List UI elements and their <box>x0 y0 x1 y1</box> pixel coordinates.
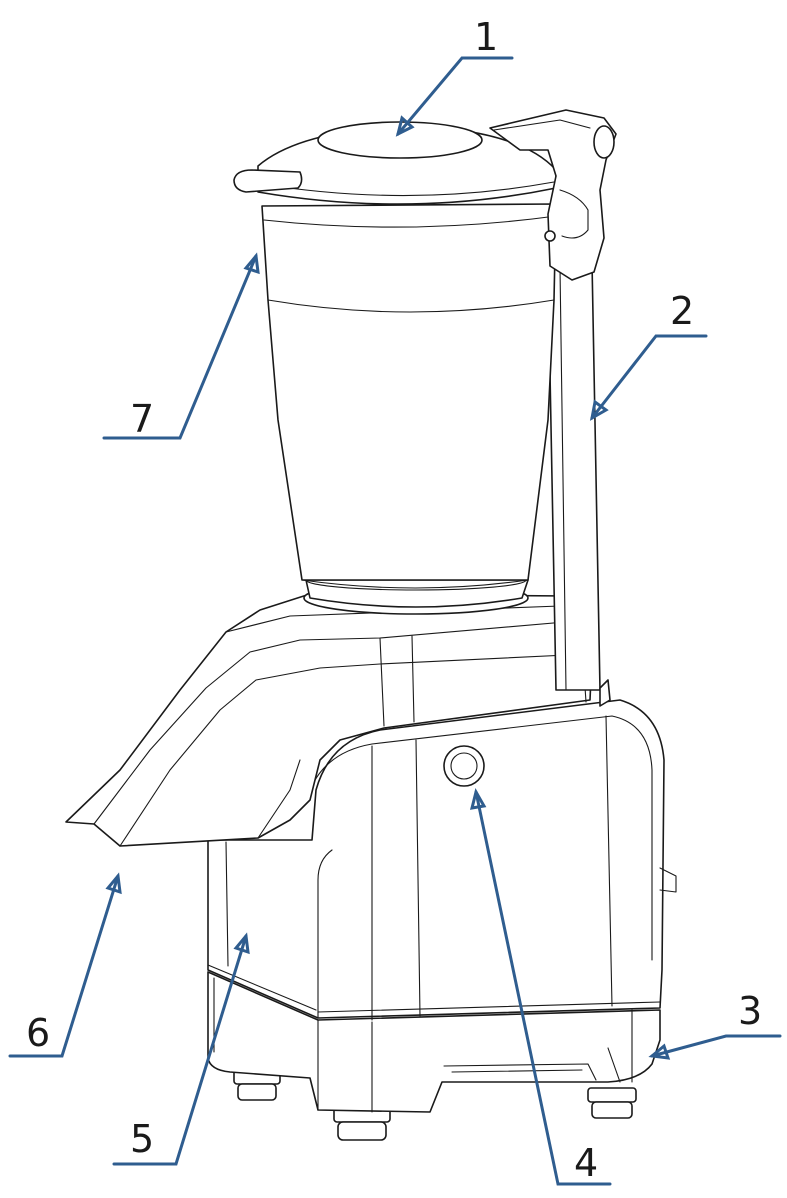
callout-1: 1 <box>395 15 514 137</box>
control-knob <box>443 745 485 787</box>
callout-4: 4 <box>469 788 612 1186</box>
foot-center <box>333 1107 391 1141</box>
callout-3-label: 3 <box>738 989 762 1033</box>
jar-lid <box>233 121 557 205</box>
callout-6-leader <box>8 874 120 1058</box>
motor-base <box>207 699 677 1021</box>
callout-5: 5 <box>112 932 250 1166</box>
callout-3-leader <box>650 1034 782 1058</box>
callout-2-label: 2 <box>670 289 694 333</box>
callout-6-label: 6 <box>26 1011 50 1055</box>
callout-5-label: 5 <box>130 1117 154 1161</box>
lid-support-arm <box>547 261 611 707</box>
callout-1-leader <box>396 56 514 136</box>
callout-3: 3 <box>648 989 782 1060</box>
jar <box>261 203 557 589</box>
callout-7-label: 7 <box>130 397 154 441</box>
callout-7-leader <box>102 254 258 440</box>
callout-4-leader <box>474 790 612 1186</box>
callout-6: 6 <box>8 872 122 1058</box>
jar-base <box>303 569 529 615</box>
callout-4-label: 4 <box>574 1141 598 1185</box>
callout-7: 7 <box>102 252 260 441</box>
callout-5-leader <box>112 934 248 1166</box>
callout-2: 2 <box>589 289 708 421</box>
callout-1-label: 1 <box>474 15 498 59</box>
lid-hinge <box>489 109 617 281</box>
callout-2-leader <box>590 334 708 420</box>
base-lower-band <box>207 971 661 1113</box>
foot-right <box>587 1087 637 1119</box>
